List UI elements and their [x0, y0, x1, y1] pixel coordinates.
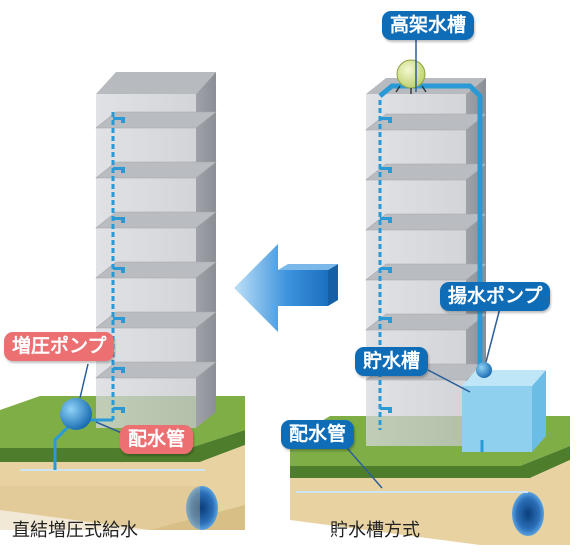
left-water-main-end	[186, 486, 218, 530]
left-building-floors	[95, 111, 217, 379]
lift-pump-icon	[476, 362, 492, 378]
left-building	[95, 72, 217, 428]
left-faucets	[113, 117, 125, 413]
right-water-main-end	[512, 492, 544, 536]
storage-tank-icon	[462, 370, 546, 452]
storage-tank-label: 貯水槽	[355, 347, 429, 376]
right-system-caption: 貯水槽方式	[330, 520, 420, 541]
lift-pump-label: 揚水ポンプ	[440, 282, 551, 311]
water-pipe-left-label: 配水管	[120, 425, 194, 454]
lift-pipe	[378, 83, 483, 370]
elevated-tank-icon	[395, 59, 427, 94]
water-pipe-right-label: 配水管	[281, 420, 355, 449]
booster-pump-icon	[60, 398, 92, 430]
conversion-arrow	[234, 244, 338, 332]
left-system-caption: 直結増圧式給水	[12, 520, 138, 541]
booster-pump-label: 増圧ポンプ	[4, 332, 115, 361]
elevated-tank-label: 高架水槽	[382, 11, 475, 40]
right-water-main	[296, 491, 544, 536]
left-water-main	[0, 469, 218, 530]
